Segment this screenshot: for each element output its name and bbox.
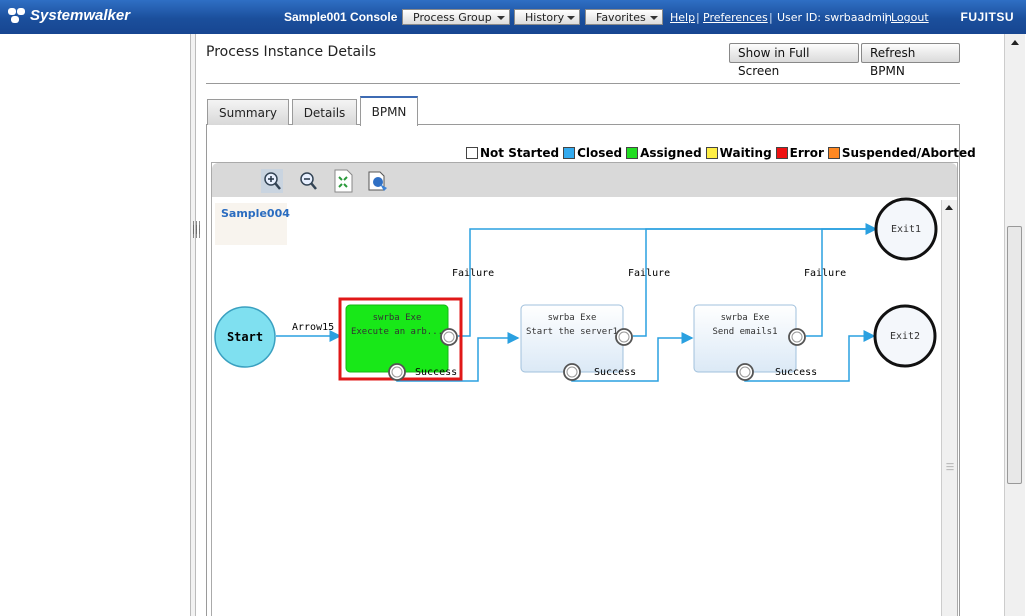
success-label: Success <box>415 367 457 378</box>
full-screen-button[interactable]: Show in Full Screen <box>729 43 859 78</box>
chevron-down-icon <box>567 16 575 20</box>
separator: | <box>696 11 700 24</box>
status-legend: Not Started Closed Assigned Waiting Erro… <box>466 146 980 160</box>
exit2-event[interactable] <box>873 304 937 368</box>
logout-link[interactable]: Logout <box>891 11 929 24</box>
start-event[interactable] <box>214 306 276 368</box>
export-icon[interactable] <box>366 168 390 194</box>
refresh-bpmn-button[interactable]: Refresh BPMN <box>861 43 960 78</box>
fujitsu-logo: FUJITSU <box>960 10 1014 24</box>
scroll-up-icon[interactable] <box>945 205 953 210</box>
left-pane <box>0 34 191 616</box>
exit1-label: Exit1 <box>891 224 921 235</box>
scroll-thumb[interactable] <box>1007 226 1022 484</box>
console-title: Sample001 Console <box>284 10 398 24</box>
task-name: Send emails1 <box>712 327 777 337</box>
exit1-event[interactable] <box>874 197 938 261</box>
legend-swatch <box>705 147 718 159</box>
zoom-out-icon[interactable] <box>296 168 320 194</box>
task-name: Start the server1 <box>526 327 618 337</box>
tab-summary[interactable]: Summary <box>207 99 289 125</box>
zoom-in-icon[interactable] <box>260 168 284 194</box>
success-port-icon[interactable] <box>563 363 581 381</box>
tab-panel <box>206 124 960 616</box>
top-bar <box>0 0 1026 34</box>
chevron-down-icon <box>497 16 505 20</box>
arrow-label: Arrow15 <box>292 322 334 333</box>
chevron-down-icon <box>650 16 658 20</box>
success-port-icon[interactable] <box>388 363 406 381</box>
legend-swatch <box>827 147 840 159</box>
brand-logo: Systemwalker <box>8 7 130 24</box>
start-label: Start <box>227 330 263 344</box>
splitter-grip-icon[interactable]: ||||||||| <box>192 221 202 239</box>
divider <box>206 83 960 84</box>
legend-label: Error <box>789 146 824 160</box>
user-id: User ID: swrbaadmin <box>777 11 892 24</box>
task-type: swrba Exe <box>548 313 597 323</box>
legend-label: Not Started <box>480 146 560 160</box>
history-menu[interactable]: History <box>514 9 580 25</box>
preferences-link[interactable]: Preferences <box>703 11 768 24</box>
scroll-grip-icon: ——— <box>946 459 954 474</box>
tab-details[interactable]: Details <box>292 99 357 125</box>
separator: | <box>884 11 888 24</box>
tab-bpmn[interactable]: BPMN <box>360 96 418 126</box>
failure-label: Failure <box>804 268 846 279</box>
bpmn-canvas[interactable] <box>211 162 958 616</box>
legend-label: Assigned <box>640 146 702 160</box>
legend-swatch <box>626 147 639 159</box>
failure-port-icon[interactable] <box>440 328 458 346</box>
favorites-label: Favorites <box>596 11 646 24</box>
task-name: Execute an arb... <box>351 327 443 337</box>
failure-port-icon[interactable] <box>788 328 806 346</box>
success-port-icon[interactable] <box>736 363 754 381</box>
legend-label: Waiting <box>719 146 772 160</box>
diagram-name: Sample004 <box>215 203 290 245</box>
separator: | <box>769 11 773 24</box>
canvas-scrollbar[interactable]: ——— <box>941 200 957 616</box>
success-label: Success <box>594 367 636 378</box>
legend-swatch <box>466 147 478 159</box>
exit2-label: Exit2 <box>890 331 920 342</box>
task-type: swrba Exe <box>721 313 770 323</box>
failure-label: Failure <box>628 268 670 279</box>
scroll-up-icon[interactable] <box>1011 40 1019 45</box>
page-title: Process Instance Details <box>206 44 377 60</box>
process-group-menu[interactable]: Process Group <box>402 9 510 25</box>
page-scrollbar[interactable] <box>1004 34 1025 616</box>
failure-label: Failure <box>452 268 494 279</box>
legend-swatch <box>563 147 576 159</box>
legend-label: Suspended/Aborted <box>841 146 976 160</box>
legend-label: Closed <box>577 146 623 160</box>
pane-splitter[interactable] <box>191 34 196 616</box>
process-group-label: Process Group <box>413 11 492 24</box>
brand-name: Systemwalker <box>30 7 131 24</box>
favorites-menu[interactable]: Favorites <box>585 9 663 25</box>
help-link[interactable]: Help <box>670 11 696 24</box>
fit-page-icon[interactable] <box>331 168 355 194</box>
legend-swatch <box>775 147 788 159</box>
task-type: swrba Exe <box>373 313 422 323</box>
success-label: Success <box>775 367 817 378</box>
history-label: History <box>525 11 565 24</box>
failure-port-icon[interactable] <box>615 328 633 346</box>
systemwalker-logo-icon <box>8 7 26 24</box>
